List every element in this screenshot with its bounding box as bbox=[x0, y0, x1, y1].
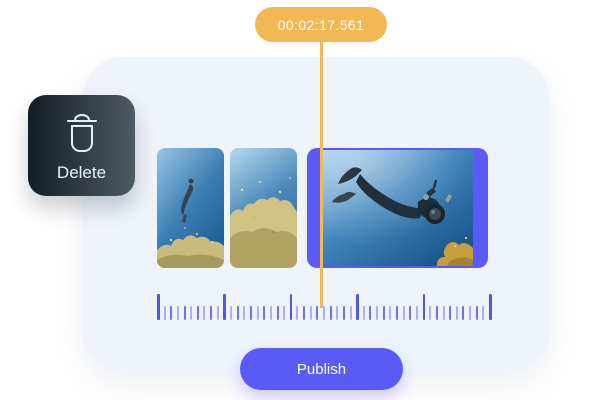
ruler-major-tick bbox=[223, 294, 226, 320]
ruler-minor-tick bbox=[402, 306, 405, 320]
ruler-minor-tick bbox=[362, 306, 365, 320]
ruler-minor-tick bbox=[316, 306, 319, 320]
ruler-minor-tick bbox=[389, 306, 392, 320]
ruler-minor-tick bbox=[475, 306, 478, 320]
ruler-minor-tick bbox=[249, 306, 252, 320]
ruler-minor-tick bbox=[415, 306, 418, 320]
ruler-major-tick bbox=[356, 294, 359, 320]
timeline-clips bbox=[157, 148, 497, 268]
ruler-minor-tick bbox=[263, 306, 266, 320]
ruler-minor-tick bbox=[296, 306, 299, 320]
clip-1[interactable] bbox=[157, 148, 224, 268]
ruler-major-tick bbox=[489, 294, 492, 320]
ruler-minor-tick bbox=[163, 306, 166, 320]
ruler-minor-tick bbox=[276, 306, 279, 320]
ruler-minor-tick bbox=[342, 306, 345, 320]
playhead-line[interactable] bbox=[320, 41, 323, 308]
ruler-major-tick bbox=[289, 294, 293, 320]
ruler-minor-tick bbox=[376, 306, 379, 320]
clip-2[interactable] bbox=[230, 148, 297, 268]
ruler-minor-tick bbox=[469, 306, 472, 320]
scuba-diver-photo bbox=[322, 150, 473, 266]
ruler-major-tick bbox=[422, 294, 426, 320]
ruler-minor-tick bbox=[369, 306, 372, 320]
playhead-timestamp-badge[interactable]: 00:02:17.561 bbox=[255, 7, 387, 42]
ruler-minor-tick bbox=[336, 306, 339, 320]
trash-icon bbox=[64, 109, 100, 153]
ruler-minor-tick bbox=[435, 306, 438, 320]
freediver-photo bbox=[157, 148, 224, 268]
publish-button-label: Publish bbox=[296, 360, 347, 378]
ruler-major-tick bbox=[157, 294, 160, 320]
ruler-minor-tick bbox=[323, 306, 325, 320]
ruler-minor-tick bbox=[283, 306, 286, 320]
ruler-minor-tick bbox=[256, 306, 259, 320]
ruler-minor-tick bbox=[409, 306, 412, 320]
ruler-minor-tick bbox=[349, 306, 352, 320]
ruler-minor-tick bbox=[243, 306, 246, 320]
ruler-minor-tick bbox=[216, 306, 219, 320]
ruler-minor-tick bbox=[170, 306, 173, 320]
publish-button[interactable]: Publish bbox=[240, 348, 403, 390]
ruler-minor-tick bbox=[309, 306, 312, 320]
ruler-minor-tick bbox=[329, 306, 332, 320]
ruler-minor-tick bbox=[396, 306, 399, 320]
ruler-minor-tick bbox=[482, 306, 485, 320]
delete-button[interactable]: Delete bbox=[28, 95, 135, 196]
ruler-minor-tick bbox=[230, 306, 233, 320]
playhead-timestamp: 00:02:17.561 bbox=[277, 16, 365, 33]
ruler-minor-tick bbox=[429, 306, 432, 320]
coral-photo bbox=[230, 148, 297, 268]
ruler-minor-tick bbox=[190, 306, 193, 320]
ruler-minor-tick bbox=[203, 306, 206, 320]
ruler-minor-tick bbox=[210, 306, 213, 320]
ruler-minor-tick bbox=[269, 306, 272, 320]
ruler-minor-tick bbox=[303, 306, 306, 320]
timeline-ruler[interactable] bbox=[157, 294, 492, 320]
ruler-minor-tick bbox=[462, 306, 465, 320]
ruler-minor-tick bbox=[382, 306, 385, 320]
delete-button-label: Delete bbox=[56, 162, 107, 182]
ruler-minor-tick bbox=[183, 306, 186, 320]
ruler-minor-tick bbox=[442, 306, 445, 320]
ruler-minor-tick bbox=[449, 306, 452, 320]
ruler-minor-tick bbox=[176, 306, 179, 320]
clip-3-selected[interactable] bbox=[307, 148, 488, 268]
ruler-minor-tick bbox=[196, 306, 199, 320]
ruler-minor-tick bbox=[455, 306, 458, 320]
ruler-minor-tick bbox=[236, 306, 239, 320]
